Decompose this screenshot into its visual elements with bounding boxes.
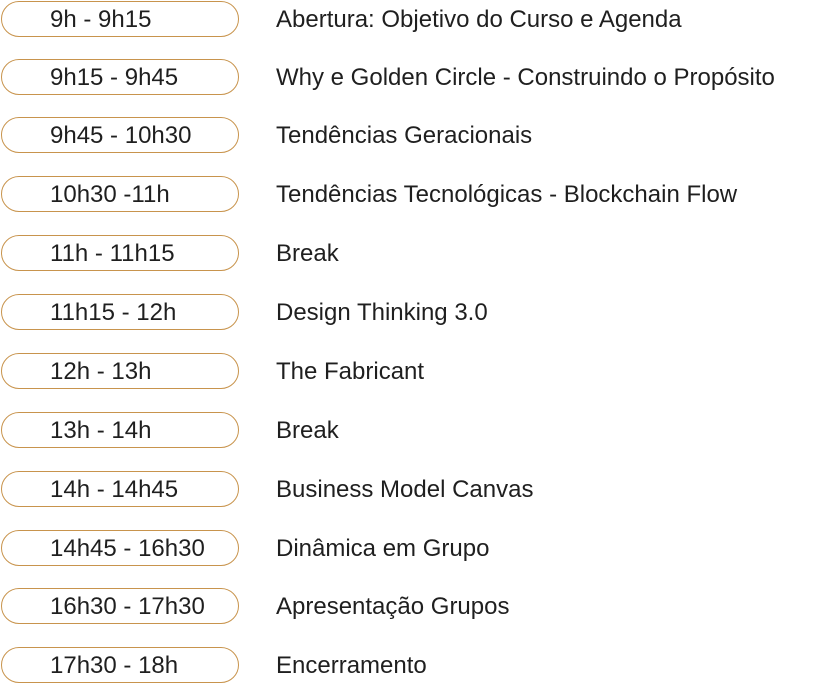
agenda-row: 17h30 - 18h Encerramento xyxy=(0,646,819,686)
agenda-row: 13h - 14h Break xyxy=(0,411,819,451)
agenda-row: 11h - 11h15 Break xyxy=(0,234,819,274)
agenda-row: 9h - 9h15 Abertura: Objetivo do Curso e … xyxy=(0,0,819,40)
time-pill xyxy=(1,59,239,95)
agenda-item-label: Why e Golden Circle - Construindo o Prop… xyxy=(276,64,775,91)
time-label: 14h45 - 16h30 xyxy=(50,535,205,562)
time-label: 10h30 -11h xyxy=(50,181,170,208)
time-pill xyxy=(1,471,239,507)
time-pill xyxy=(1,353,239,389)
time-label: 9h15 - 9h45 xyxy=(50,64,179,91)
agenda-row: 9h45 - 10h30 Tendências Geracionais xyxy=(0,116,819,156)
time-label: 9h - 9h15 xyxy=(50,6,152,33)
agenda-item-label: Dinâmica em Grupo xyxy=(276,535,490,562)
agenda-item-label: Apresentação Grupos xyxy=(276,593,510,620)
time-pill xyxy=(1,117,239,153)
agenda-item-label: The Fabricant xyxy=(276,358,425,385)
agenda-item-label: Break xyxy=(276,417,339,444)
agenda-item-label: Tendências Tecnológicas - Blockchain Flo… xyxy=(276,181,738,208)
agenda-item-label: Abertura: Objetivo do Curso e Agenda xyxy=(276,6,682,33)
time-pill xyxy=(1,588,239,624)
agenda-row: 12h - 13h The Fabricant xyxy=(0,352,819,392)
time-label: 11h15 - 12h xyxy=(50,299,177,326)
agenda-item-label: Encerramento xyxy=(276,652,427,679)
agenda-row: 9h15 - 9h45 Why e Golden Circle - Constr… xyxy=(0,58,819,98)
time-pill xyxy=(1,1,239,37)
time-pill xyxy=(1,235,239,271)
time-pill xyxy=(1,530,239,566)
time-label: 11h - 11h15 xyxy=(50,240,175,267)
agenda-item-label: Design Thinking 3.0 xyxy=(276,299,488,326)
time-label: 14h - 14h45 xyxy=(50,476,179,503)
time-label: 16h30 - 17h30 xyxy=(50,593,205,620)
time-label: 12h - 13h xyxy=(50,358,152,385)
agenda-row: 14h - 14h45 Business Model Canvas xyxy=(0,470,819,510)
agenda-row: 10h30 -11h Tendências Tecnológicas - Blo… xyxy=(0,175,819,215)
agenda-item-label: Break xyxy=(276,240,339,267)
time-pill xyxy=(1,412,239,448)
time-label: 13h - 14h xyxy=(50,417,152,444)
agenda-item-label: Business Model Canvas xyxy=(276,476,534,503)
agenda-row: 14h45 - 16h30 Dinâmica em Grupo xyxy=(0,529,819,569)
agenda-row: 11h15 - 12h Design Thinking 3.0 xyxy=(0,293,819,333)
agenda-item-label: Tendências Geracionais xyxy=(276,122,533,149)
time-pill xyxy=(1,176,239,212)
time-pill xyxy=(1,294,239,330)
time-label: 9h45 - 10h30 xyxy=(50,122,192,149)
time-pill xyxy=(1,647,239,683)
agenda-row: 16h30 - 17h30 Apresentação Grupos xyxy=(0,587,819,627)
time-label: 17h30 - 18h xyxy=(50,652,179,679)
